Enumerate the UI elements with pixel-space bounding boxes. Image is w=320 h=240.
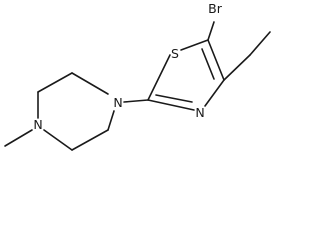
thiazole-nitrogen-label: N: [195, 105, 204, 120]
bond-c5-c4-inner: [201, 48, 215, 80]
bond-c2-piperazine-n: [123, 99, 149, 103]
bond-ch2-ch3: [249, 31, 271, 56]
substituents: [123, 21, 271, 103]
bond-cd-n1: [107, 110, 115, 131]
piperazine-n4-label: N: [33, 117, 42, 132]
bond-c4-n3: [204, 79, 225, 107]
bond-s-c5: [180, 39, 209, 51]
bond-ca-cb: [37, 72, 73, 93]
bond-c5-br: [207, 21, 215, 41]
bond-c4-ch2: [223, 54, 251, 81]
bond-n3-c2-inner: [155, 94, 193, 103]
piperazine-n1-label: N: [113, 95, 122, 110]
bromine-atom-label: Br: [208, 1, 223, 16]
bond-n1-ca: [71, 72, 109, 95]
bond-n4-methyl: [4, 129, 33, 147]
bond-n3-c2: [147, 99, 195, 111]
atom-labels: Br S N N N: [33, 1, 222, 132]
chemical-structure: Br S N N N: [4, 1, 271, 151]
sulfur-atom-label: S: [171, 46, 179, 61]
bond-cc-cd: [71, 129, 109, 151]
bond-c5-c4: [207, 39, 225, 81]
thiazole-ring: [147, 39, 225, 111]
bond-s-c2: [147, 54, 171, 101]
bond-n4-cc: [43, 129, 73, 151]
piperazine-ring: [4, 72, 115, 151]
